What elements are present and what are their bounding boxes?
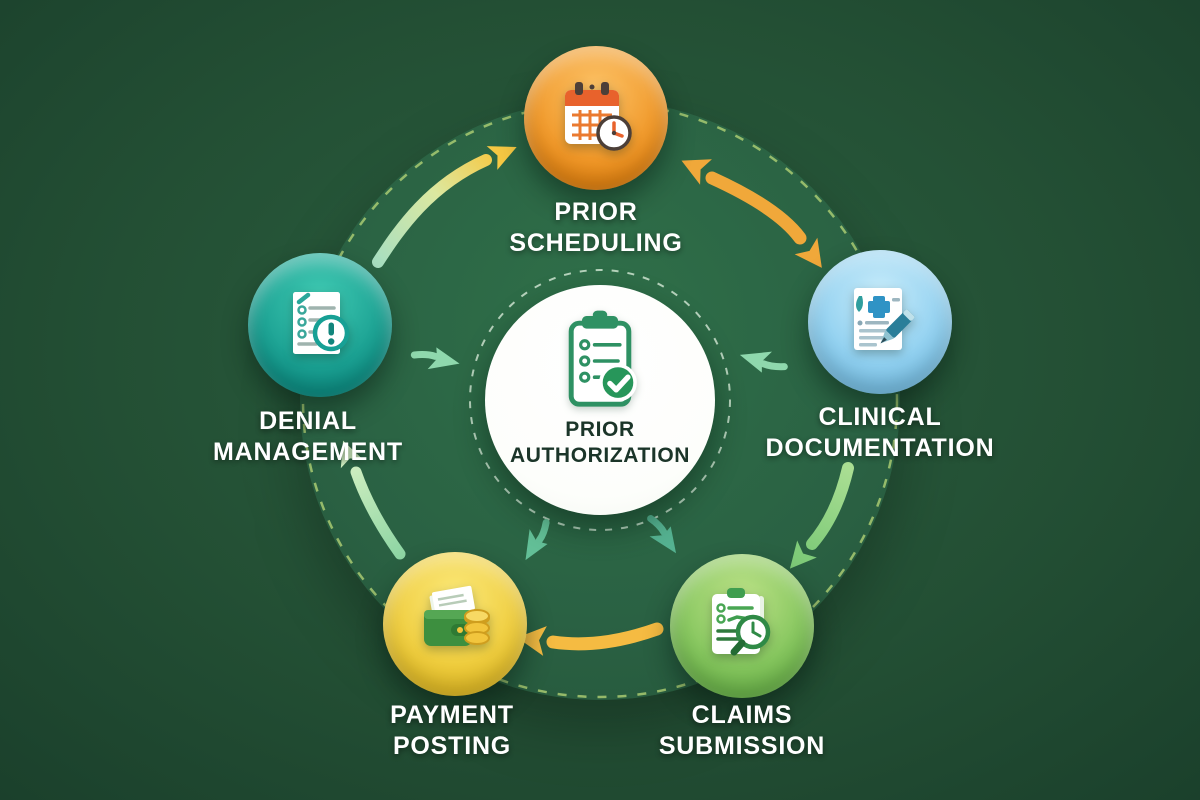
label-line: CLINICAL bbox=[818, 403, 942, 431]
calendar-clock-icon bbox=[565, 82, 632, 151]
document-alert-icon bbox=[293, 292, 350, 354]
label-line: PRIOR bbox=[554, 198, 638, 226]
label-line: PAYMENT bbox=[390, 701, 514, 729]
label-line: DOCUMENTATION bbox=[765, 434, 995, 462]
node-payment-posting bbox=[383, 552, 527, 696]
node-prior-scheduling bbox=[524, 46, 668, 190]
arrow-payment-to-denial bbox=[340, 440, 406, 560]
arrow-denial-toward-center bbox=[410, 347, 460, 370]
label-line: DENIAL bbox=[259, 407, 357, 435]
arrow-claims-to-payment bbox=[517, 622, 664, 656]
label-prior-scheduling: PRIOR SCHEDULING bbox=[426, 197, 766, 259]
node-claims-submission bbox=[670, 554, 814, 698]
medical-document-pencil-icon bbox=[854, 288, 915, 350]
label-clinical-documentation: CLINICAL DOCUMENTATION bbox=[710, 402, 1050, 464]
label-line: POSTING bbox=[392, 732, 512, 760]
arrow-center-toward-claims bbox=[647, 515, 677, 554]
center-label: PRIOR AUTHORIZATION bbox=[510, 417, 690, 469]
label-payment-posting: PAYMENT POSTING bbox=[282, 700, 622, 762]
label-line: MANAGEMENT bbox=[213, 438, 403, 466]
arrow-clinical-to-claims bbox=[789, 462, 854, 569]
clipboard-magnifier-clock-icon bbox=[712, 588, 771, 656]
label-claims-submission: CLAIMS SUBMISSION bbox=[572, 700, 912, 762]
center-label-line1: PRIOR bbox=[565, 418, 635, 441]
node-denial-management bbox=[248, 253, 392, 397]
arrow-center-toward-payment bbox=[525, 518, 550, 561]
center-label-line2: AUTHORIZATION bbox=[509, 444, 691, 467]
center-dashed-ring bbox=[469, 269, 731, 531]
arrow-denial-to-scheduling bbox=[372, 146, 517, 268]
clipboard-checklist-check-icon bbox=[568, 310, 637, 407]
arrow-clinical-toward-center bbox=[739, 351, 788, 373]
wallet-coins-icon bbox=[424, 585, 490, 646]
outer-dashed-ring bbox=[301, 101, 899, 699]
node-clinical-documentation bbox=[808, 250, 952, 394]
center-hub-prior-authorization: PRIOR AUTHORIZATION bbox=[485, 285, 715, 515]
label-line: SUBMISSION bbox=[658, 732, 826, 760]
label-line: CLAIMS bbox=[691, 701, 793, 729]
arrow-scheduling-clinical-twoway bbox=[681, 159, 822, 268]
label-line: SCHEDULING bbox=[509, 229, 683, 257]
label-denial-management: DENIAL MANAGEMENT bbox=[138, 406, 478, 468]
